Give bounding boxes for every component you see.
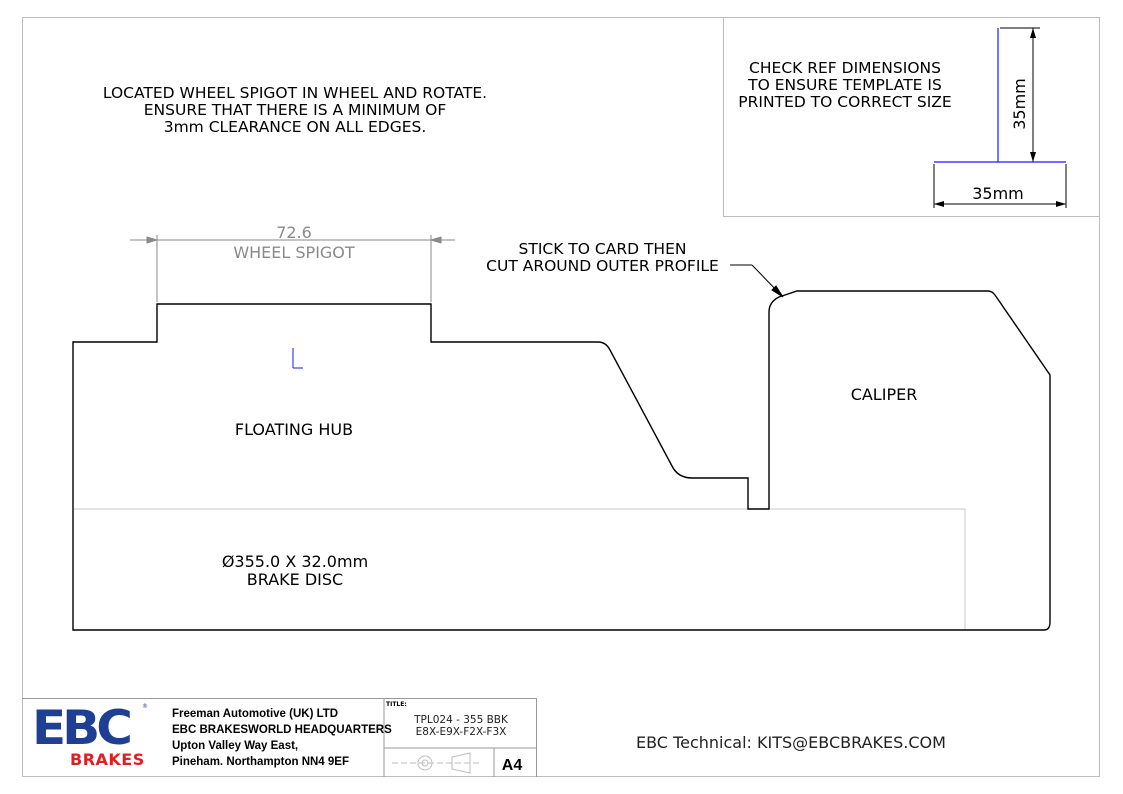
ref-vertical-label: 35mm (1010, 78, 1029, 130)
trademark-symbol: ® (142, 703, 148, 710)
ebc-logo-sub: BRAKES (70, 750, 145, 769)
cut-note-leader (730, 264, 784, 298)
floating-hub-label: FLOATING HUB (234, 420, 354, 439)
caliper-label: CALIPER (850, 385, 918, 404)
ref-vertical-dimension (997, 27, 1040, 162)
projection-symbol-icon (392, 752, 480, 774)
title-label: TITLE: (386, 701, 407, 708)
ebc-logo: EBC (32, 700, 133, 756)
origin-marker (292, 348, 303, 369)
ref-horizontal-dimension (933, 161, 1067, 208)
brake-disc-label: Ø355.0 X 32.0mm BRAKE DISC (221, 552, 369, 589)
ref-horizontal-label: 35mm (972, 184, 1024, 203)
spigot-dimension-value: 72.6 (276, 223, 312, 242)
technical-contact: EBC Technical: KITS@EBCBRAKES.COM (636, 733, 946, 752)
title-block: EBC ® BRAKES Freeman Automotive (UK) LTD… (22, 698, 537, 777)
spigot-dimension (130, 235, 455, 302)
outer-profile-line (72, 290, 1051, 631)
spigot-instruction-note: LOCATED WHEEL SPIGOT IN WHEEL AND ROTATE… (102, 84, 488, 136)
drawing-sheet-border (22, 17, 1100, 777)
sheet-size: A4 (501, 757, 523, 774)
reference-instruction-note: CHECK REF DIMENSIONS TO ENSURE TEMPLATE … (738, 59, 952, 111)
spigot-dimension-label: WHEEL SPIGOT (233, 243, 355, 262)
drawing-title: TPL024 - 355 BBK E8X-E9X-F2X-F3X (414, 714, 508, 738)
company-address: Freeman Automotive (UK) LTD EBC BRAKESWO… (172, 708, 392, 768)
reference-dimension-box (723, 17, 1100, 217)
cut-instruction-note: STICK TO CARD THEN CUT AROUND OUTER PROF… (486, 240, 719, 275)
title-block-grid (383, 698, 537, 777)
